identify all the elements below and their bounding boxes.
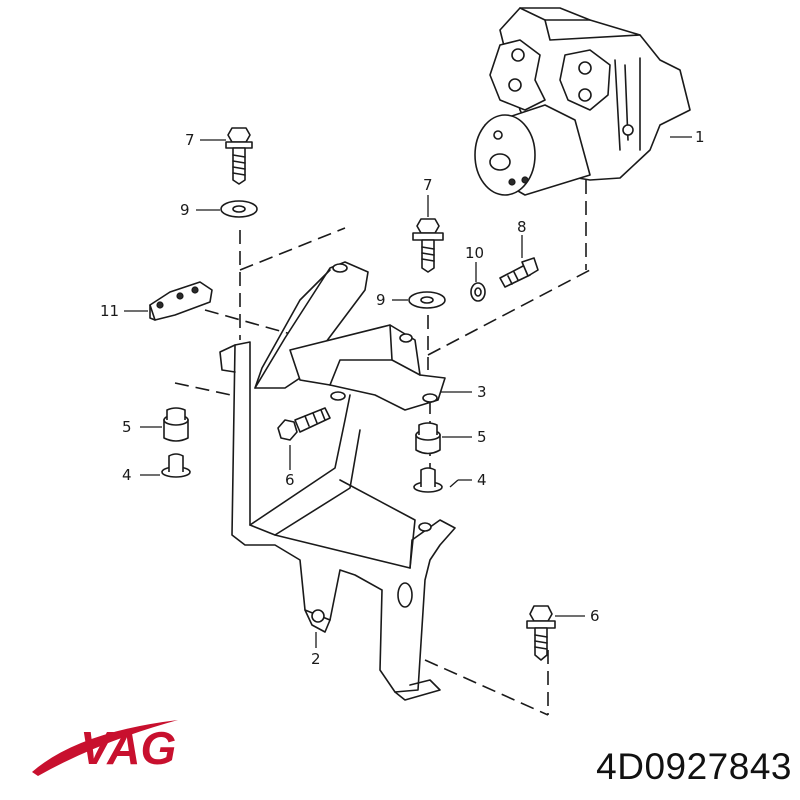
washer-left xyxy=(220,200,258,218)
callout-2: 2 xyxy=(311,650,321,668)
callout-5-right: 5 xyxy=(477,428,487,446)
part-number: 4D0927843 xyxy=(596,746,792,787)
washer-middle xyxy=(408,291,446,309)
clip xyxy=(149,281,213,321)
callout-4-left: 4 xyxy=(122,466,132,484)
callout-6-right: 6 xyxy=(590,607,600,625)
callout-6-left: 6 xyxy=(285,471,295,489)
callout-10: 10 xyxy=(465,244,484,262)
sleeve-left xyxy=(161,453,191,478)
bolt-upper-middle xyxy=(412,218,444,273)
callout-3: 3 xyxy=(477,383,487,401)
sleeve-right xyxy=(413,467,443,493)
small-bolt xyxy=(499,257,539,288)
logo-swoosh xyxy=(32,720,178,776)
rubber-mount-left xyxy=(163,407,189,442)
callout-9-right: 9 xyxy=(376,291,386,309)
callout-11: 11 xyxy=(100,302,119,320)
bolt-upper-left xyxy=(225,127,253,185)
callout-8: 8 xyxy=(517,218,527,236)
rubber-mount-right xyxy=(415,422,441,455)
small-washer xyxy=(470,282,486,302)
mounting-bracket xyxy=(219,261,456,701)
callout-7-left: 7 xyxy=(185,131,195,149)
callout-7-right: 7 xyxy=(423,176,433,194)
callout-labels: 1 2 3 4 4 5 5 6 6 7 7 8 9 9 10 11 xyxy=(100,128,705,668)
vag-logo: VAG xyxy=(32,720,178,776)
callout-4-right: 4 xyxy=(477,471,487,489)
bolt-lower-right xyxy=(526,605,556,661)
abs-hydraulic-unit xyxy=(474,7,691,196)
callout-1: 1 xyxy=(695,128,705,146)
leader-lines xyxy=(124,136,692,648)
callout-5-left: 5 xyxy=(122,418,132,436)
logo-text: VAG xyxy=(80,722,176,774)
bolt-horizontal xyxy=(277,407,331,441)
callout-9-left: 9 xyxy=(180,201,190,219)
